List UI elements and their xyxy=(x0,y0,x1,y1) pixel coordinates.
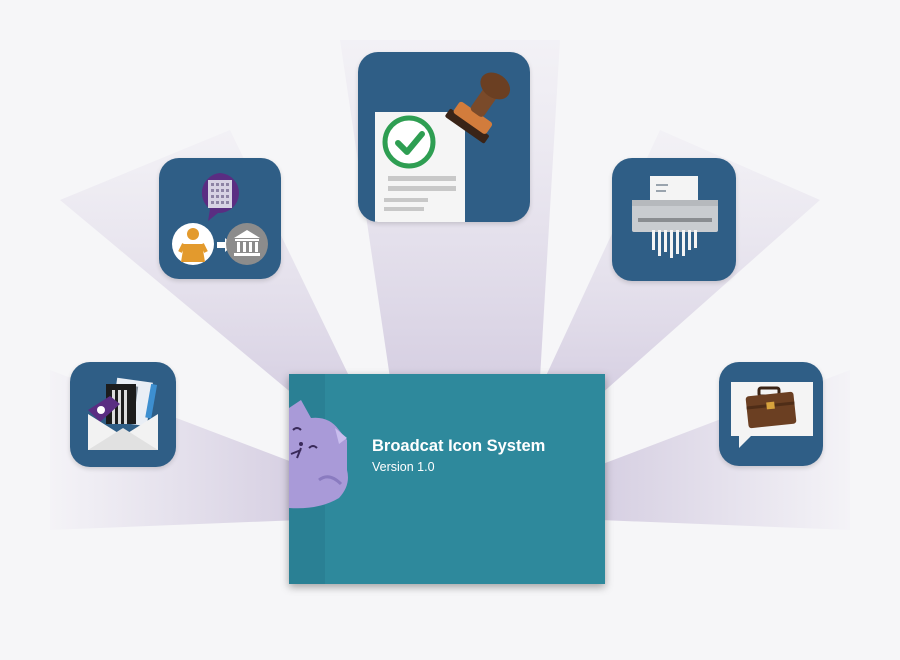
mail-envelope-tile[interactable] xyxy=(70,362,176,467)
approval-stamp-tile[interactable] xyxy=(358,52,530,222)
citizen-government-tile[interactable] xyxy=(159,158,281,279)
cover-version: Version 1.0 xyxy=(372,460,435,474)
approval-stamp-document-icon xyxy=(375,72,511,222)
icon-system-cover[interactable]: Broadcat Icon System Version 1.0 xyxy=(289,374,605,584)
cat-mascot-icon xyxy=(289,400,348,509)
paper-shredder-tile[interactable] xyxy=(612,158,736,281)
paper-shredder-icon xyxy=(632,176,718,258)
briefcase-message-tile[interactable] xyxy=(719,362,823,466)
briefcase-message-icon xyxy=(731,382,813,448)
cover-title: Broadcat Icon System xyxy=(372,437,546,455)
citizen-to-government-icon xyxy=(172,173,268,265)
mail-envelope-icon xyxy=(88,377,158,450)
